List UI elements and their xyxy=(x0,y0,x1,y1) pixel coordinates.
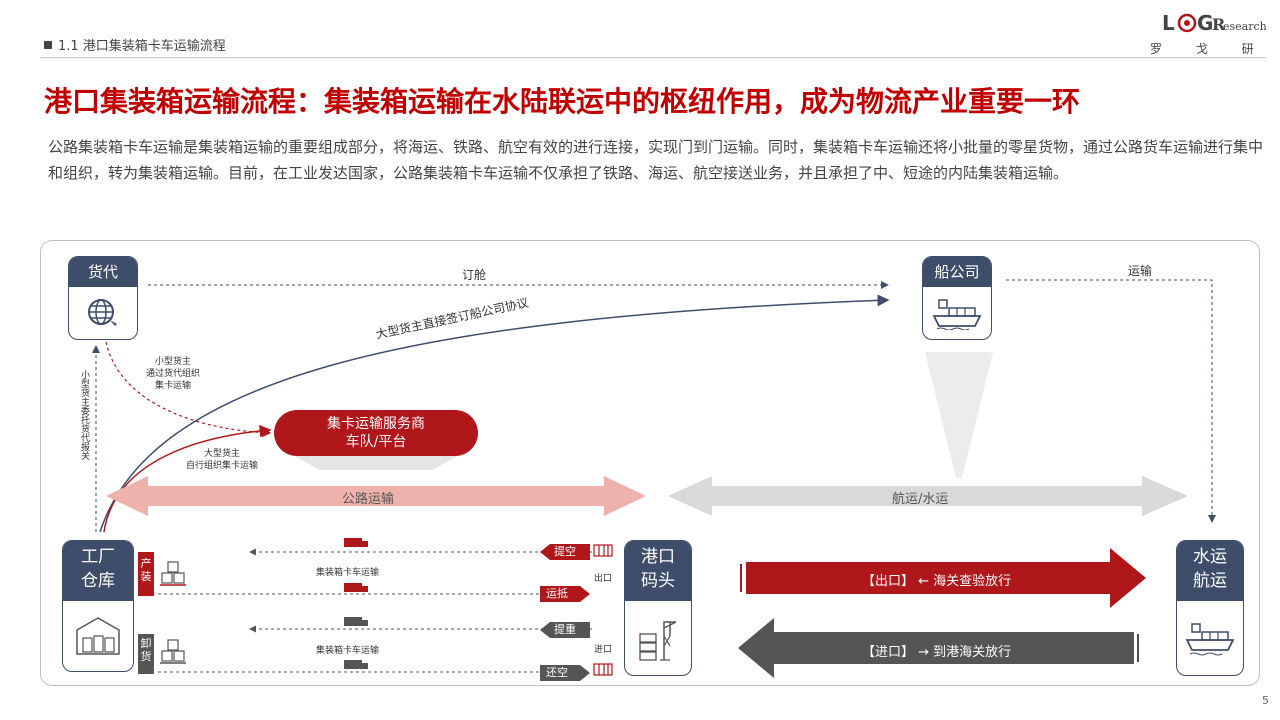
node-water-label-2: 航运 xyxy=(1193,571,1227,591)
node-shipping-company-label: 船公司 xyxy=(923,257,991,287)
sea-transport-arrow xyxy=(668,476,1188,516)
node-factory-label-1: 工厂 xyxy=(81,547,115,567)
label-customs: 小型货主委托货代报关 xyxy=(79,370,89,460)
label-export-side: 出口 xyxy=(594,574,613,584)
container-icon xyxy=(593,663,613,676)
node-port-label-1: 港口 xyxy=(641,547,675,567)
globe-icon xyxy=(88,299,117,326)
boxes-icon xyxy=(160,639,186,664)
label-truck-transport-export: 集装箱卡车运输 xyxy=(316,568,380,578)
node-port-label-2: 码头 xyxy=(641,571,675,591)
transport-arrow xyxy=(1006,279,1216,523)
unloading-tab: 卸 货 xyxy=(138,634,154,674)
service-provider-line-1: 集卡运输服务商 xyxy=(327,416,425,432)
node-factory-label-2: 仓库 xyxy=(81,571,115,591)
import-flow-label: 【进口】 → 到港海关放行 xyxy=(862,645,1012,660)
section-label: 1.1 港口集装箱卡车运输流程 xyxy=(58,39,226,54)
page-number: 5 xyxy=(1262,694,1269,707)
node-port-terminal: 港口 码头 xyxy=(624,540,692,676)
section-header: 1.1 港口集装箱卡车运输流程 xyxy=(44,35,226,54)
diagram-frame xyxy=(40,240,1260,686)
label-sea-transport: 航运/水运 xyxy=(892,492,949,507)
import-flow-arrow xyxy=(738,618,1134,678)
label-small-shipper-forwarder: 小型货主 通过货代组织 集卡运输 xyxy=(146,357,201,391)
self-organize-curve xyxy=(103,424,272,533)
ship-icon xyxy=(1185,623,1235,656)
node-factory-warehouse: 工厂 仓库 xyxy=(62,540,134,672)
warehouse-icon xyxy=(76,617,120,655)
svg-text:G: G xyxy=(1197,11,1213,35)
label-import-side: 进口 xyxy=(594,645,613,655)
service-provider-pill: 集卡运输服务商 车队/平台 xyxy=(274,410,478,456)
ship-funnel xyxy=(925,352,993,478)
node-shipping-company: 船公司 xyxy=(922,256,992,340)
svg-text:L: L xyxy=(1162,11,1175,35)
logo-icon: L G R esearch xyxy=(1162,11,1266,35)
crane-icon xyxy=(639,621,677,661)
export-flow-arrow xyxy=(746,548,1146,608)
service-provider-line-2: 车队/平台 xyxy=(345,434,407,450)
tag-pickup-full: 提重 xyxy=(540,622,590,638)
forwarder-organize-curve xyxy=(105,341,272,438)
packing-tab: 产 装 xyxy=(138,552,154,596)
node-forwarder: 货代 xyxy=(68,256,138,340)
tag-deliver: 运抵 xyxy=(540,586,590,602)
intro-paragraph: 公路集装箱卡车运输是集装箱运输的重要组成部分，将海运、铁路、航空有效的进行连接，… xyxy=(48,138,1264,182)
direct-contract-curve xyxy=(99,294,890,533)
label-booking: 订舱 xyxy=(462,268,487,282)
tag-pickup-empty: 提空 xyxy=(540,544,590,560)
node-forwarder-label: 货代 xyxy=(69,257,137,287)
container-icon xyxy=(593,544,613,557)
label-transport: 运输 xyxy=(1128,264,1153,278)
header-divider xyxy=(40,57,1266,58)
label-truck-transport-import: 集装箱卡车运输 xyxy=(316,646,380,656)
label-big-shipper-self: 大型货主 自行组织集卡运输 xyxy=(186,449,259,471)
export-flow-label: 【出口】 ← 海关查验放行 xyxy=(862,574,1012,589)
node-water-label-1: 水运 xyxy=(1193,547,1227,567)
truck-icon xyxy=(344,583,368,592)
square-bullet-icon xyxy=(44,41,52,49)
svg-text:esearch: esearch xyxy=(1223,20,1266,33)
road-transport-arrow xyxy=(106,476,646,516)
tag-return-empty: 还空 xyxy=(540,665,590,681)
truck-icon xyxy=(344,538,368,547)
ship-icon xyxy=(932,299,982,330)
service-shadow xyxy=(294,456,458,470)
logo-chinese-name: 罗 戈 研 究 xyxy=(1150,42,1280,56)
boxes-icon xyxy=(160,561,186,586)
page-title: 港口集装箱运输流程：集装箱运输在水陆联运中的枢纽作用，成为物流产业重要一环 xyxy=(44,85,1081,118)
truck-icon xyxy=(344,660,368,669)
svg-text:R: R xyxy=(1212,15,1226,34)
truck-icon xyxy=(344,617,368,626)
label-road-transport: 公路运输 xyxy=(342,492,395,507)
node-water-shipping: 水运 航运 xyxy=(1176,540,1244,676)
